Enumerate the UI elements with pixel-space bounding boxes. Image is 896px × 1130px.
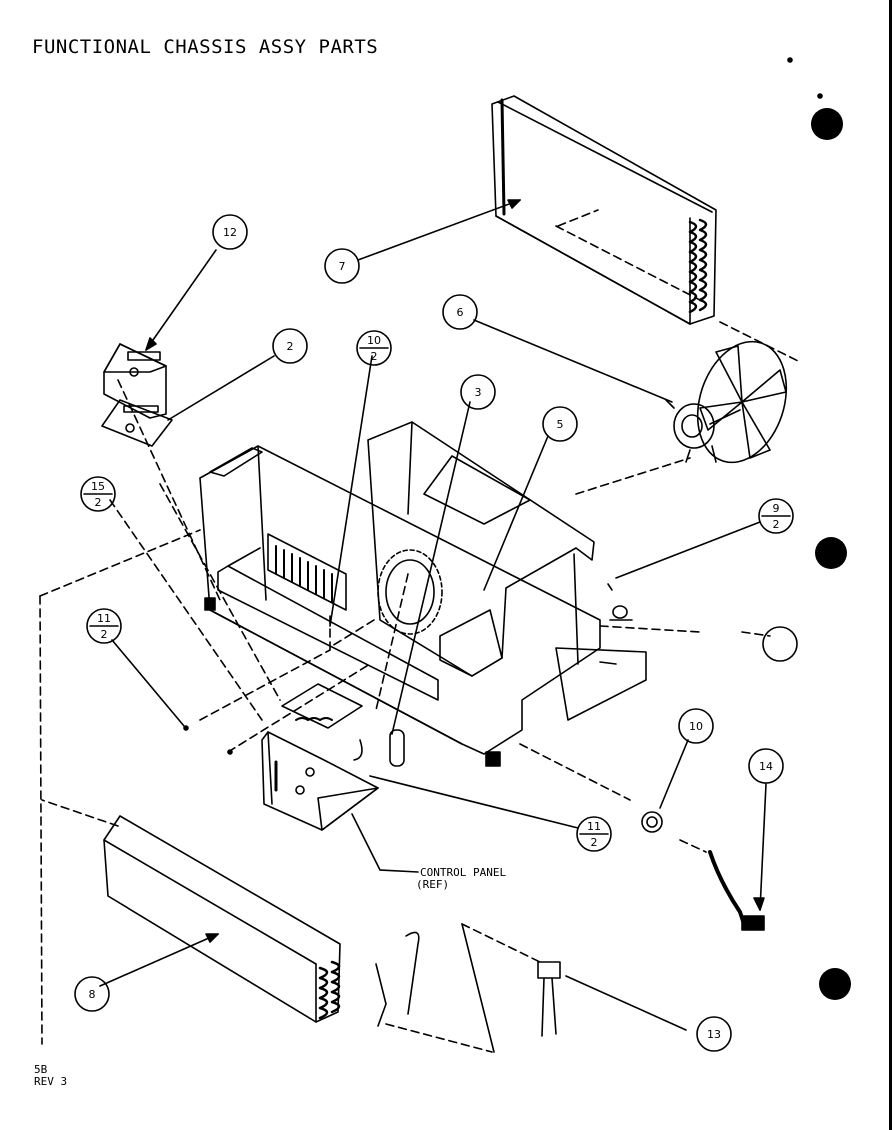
callout-7-label: 7 [339,260,346,273]
callout-14-label: 14 [759,760,773,773]
callout-14: 14 [748,748,784,784]
binder-hole-top [811,108,843,140]
callout-10b-label: 10 [689,720,703,733]
callout-leaders [99,199,767,1031]
callout-3: 3 [460,374,496,410]
callout-4 [762,626,798,662]
thermostat-sensor [607,583,633,621]
control-knob-plate [101,343,173,447]
callout-7: 7 [324,248,360,284]
callout-12: 12 [212,214,248,250]
footer: 5B REV 3 [34,1064,67,1088]
callout-11-2-left: 112 [86,608,122,644]
callout-10: 10 [678,708,714,744]
power-cord [537,811,765,1037]
footer-line-1: 5B [34,1063,48,1076]
callout-13: 13 [696,1016,732,1052]
callout-10-top: 10 [367,334,381,347]
page-title: FUNCTIONAL CHASSIS ASSY PARTS [32,36,379,58]
callout-11b-bottom: 2 [591,836,598,849]
callout-2: 2 [272,328,308,364]
callout-15-bottom: 2 [95,496,102,509]
fan-and-motor [575,340,788,495]
callout-15-2: 152 [80,476,116,512]
control-panel-ref: (REF) [416,878,449,891]
right-frame-border [889,0,892,1130]
callout-11b-top: 11 [587,820,601,833]
callout-12-label: 12 [223,226,237,239]
blower-housing [367,421,595,677]
leader-lines [39,379,771,1053]
condenser-coil [491,95,801,363]
callout-8-label: 8 [89,988,96,1001]
callout-9-top: 9 [773,502,780,515]
callout-10-2: 102 [356,330,392,366]
callout-11-2-right: 112 [576,816,612,852]
callout-11a-top: 11 [97,612,111,625]
terminal-strip [267,533,347,611]
callout-15-top: 15 [91,480,105,493]
callout-11a-bottom: 2 [101,628,108,641]
callout-6: 6 [442,294,478,330]
evaporator-coil [103,815,541,1053]
callout-3-label: 3 [475,386,482,399]
binder-hole-middle [815,537,847,569]
callout-8: 8 [74,976,110,1012]
control-panel-label: CONTROL PANEL [420,866,506,879]
callout-9-2: 92 [758,498,794,534]
binder-hole-bottom [819,968,851,1000]
footer-line-2: REV 3 [34,1075,68,1088]
callout-6-label: 6 [457,306,464,319]
callout-5: 5 [542,406,578,442]
callout-13-label: 13 [707,1028,721,1041]
control-panel-assembly [261,683,405,831]
chassis-base-pan [199,445,647,767]
callout-2-label: 2 [287,340,294,353]
callout-10-bottom: 2 [371,350,378,363]
callout-9-bottom: 2 [773,518,780,531]
callout-5-label: 5 [557,418,564,431]
